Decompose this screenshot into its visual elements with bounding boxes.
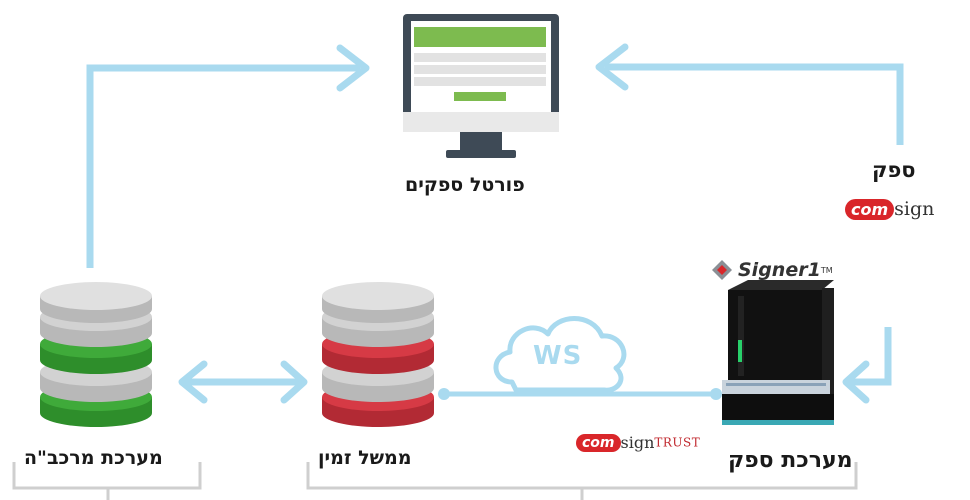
ws-connector-dot-right bbox=[710, 388, 722, 400]
signer1-trademark: TM bbox=[820, 265, 833, 275]
comsign-logo-text: sign bbox=[894, 198, 935, 220]
central-system-label: מערכת מרכב"ה bbox=[24, 447, 163, 469]
arrowhead-to-vendor-system bbox=[842, 360, 870, 404]
arrowhead-central-to-portal bbox=[336, 44, 370, 92]
bracket-timestamp-vendor bbox=[306, 462, 858, 500]
comsigntrust-logo-pill: com bbox=[576, 433, 621, 452]
bracket-central bbox=[12, 462, 202, 500]
ws-connector-dot-left bbox=[438, 388, 450, 400]
arrowhead-bidir-left bbox=[178, 360, 208, 404]
arrow-central-to-portal bbox=[86, 64, 360, 268]
arrowhead-bidir-right bbox=[280, 360, 308, 404]
server-icon bbox=[722, 280, 834, 425]
signer1-logo-mark bbox=[712, 260, 732, 280]
timestamp-label: ממשל זמין bbox=[318, 447, 412, 469]
arrow-vendor-to-portal bbox=[605, 63, 904, 145]
ws-label-box: WS bbox=[533, 341, 582, 371]
vendor-system-label: מערכת ספק bbox=[728, 448, 853, 473]
vendor-label: ספק bbox=[872, 158, 916, 182]
timestamp-database-icon bbox=[322, 282, 434, 427]
signer1-logo-text: Signer1 bbox=[738, 259, 821, 281]
monitor-icon bbox=[403, 14, 559, 158]
portal-label: פורטל ספקים bbox=[405, 174, 525, 196]
arrow-to-vendor-system bbox=[850, 327, 892, 386]
arrowhead-vendor-to-portal bbox=[595, 43, 629, 91]
ws-label: WS bbox=[533, 341, 583, 371]
comsign-logo-pill: com bbox=[845, 198, 895, 220]
comsigntrust-logo-trust: TRUST bbox=[654, 435, 701, 450]
comsigntrust-logo-text: sign bbox=[620, 433, 655, 452]
cloud-icon bbox=[493, 316, 627, 393]
central-database-icon bbox=[40, 282, 152, 427]
